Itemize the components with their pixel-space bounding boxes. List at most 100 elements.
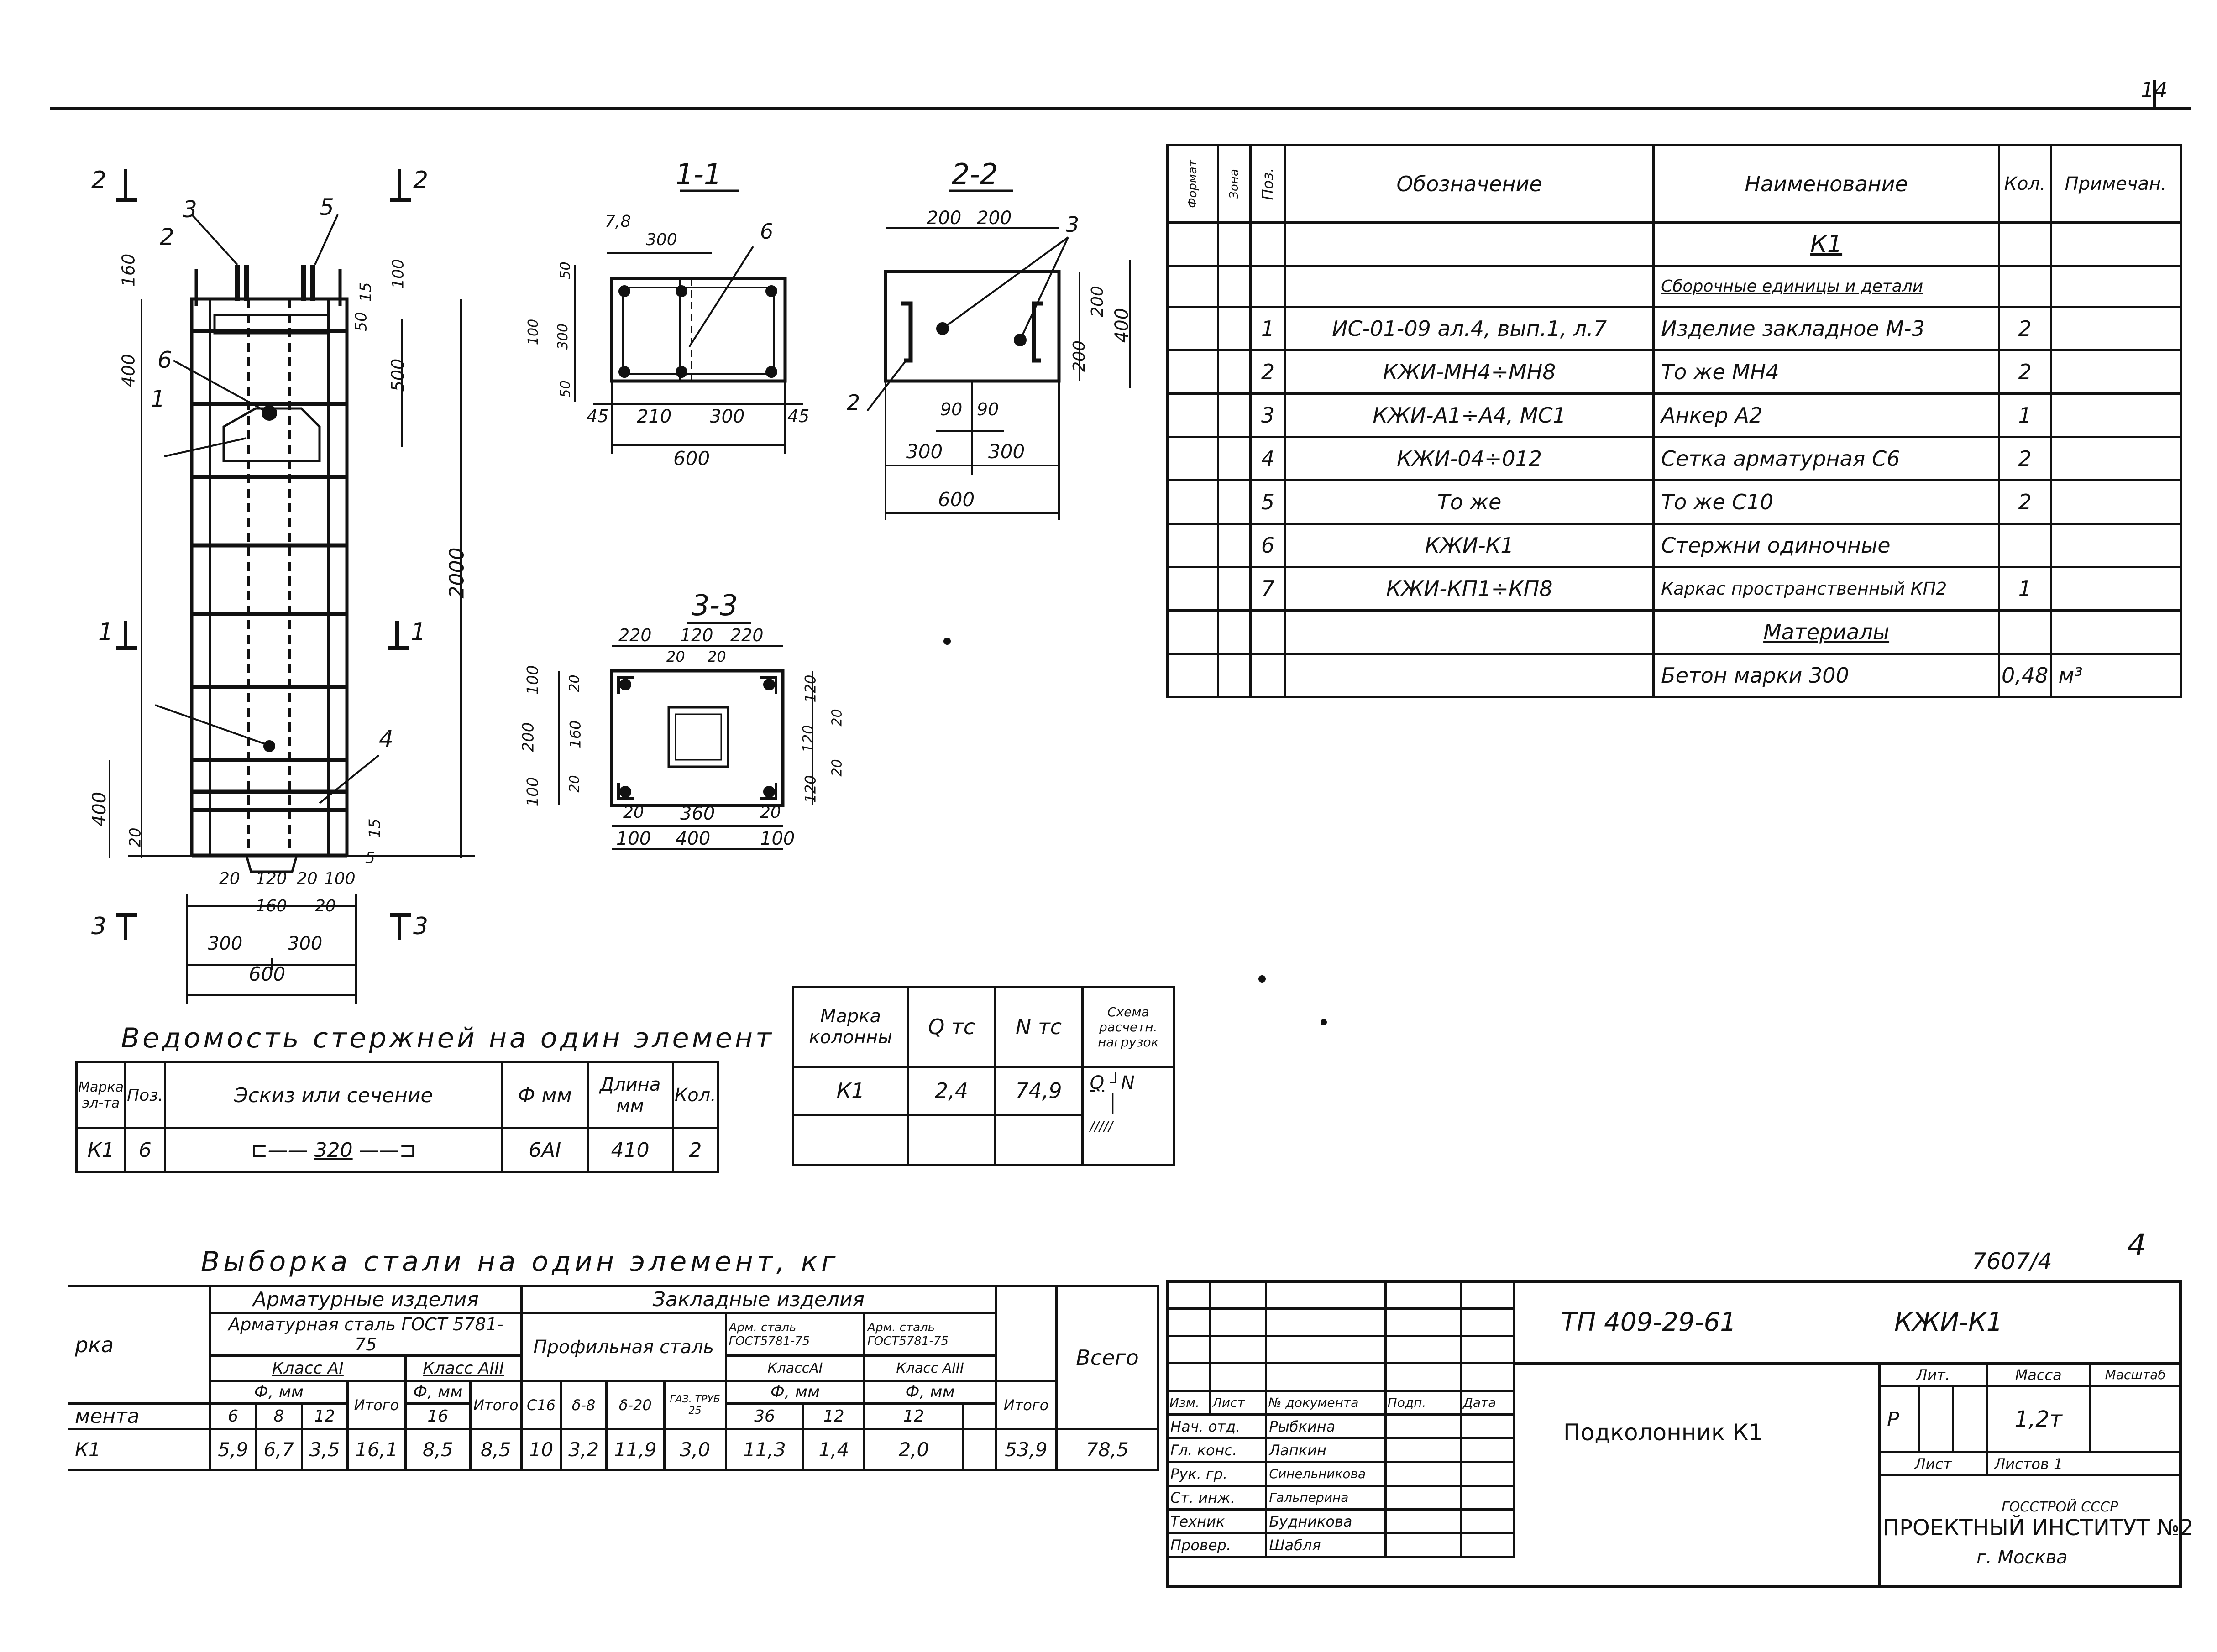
load-scheme-sketch: Q ┘N │///// [1081, 1066, 1176, 1166]
spec-table: Формат Зона Поз. Обозначение Наименовани… [1166, 144, 2182, 698]
dim-100: 100 [389, 259, 408, 289]
load-table: Марка колонны Q тс N тс Схема расчетн. н… [792, 986, 1176, 1166]
bars-table-title: Ведомость стержней на один элемент [121, 1022, 774, 1054]
sec11-dim-300v: 300 [555, 323, 571, 350]
bars-header-length: Длина мм [586, 1061, 674, 1129]
tb-mass-value: 1,2т [1986, 1385, 2091, 1453]
steel-table-title: Выборка стали на один элемент, кг [201, 1246, 839, 1278]
load-header-q: Q тс [907, 986, 996, 1068]
tb-lit-mass-scale: Лит. Масса Масштаб Р 1,2т Лист Листов 1 [1878, 1362, 2182, 1476]
tb-divider-h [1515, 1362, 2182, 1365]
sec33-dim-20f: 20 [829, 759, 845, 777]
sec11-callout-6: 6 [760, 219, 774, 244]
dim-5: 5 [365, 849, 375, 867]
sheet-number: 14 [2141, 78, 2168, 102]
tb-person-row: Гл. конс.Лапкин [1166, 1437, 1515, 1463]
callout-2: 2 [160, 224, 174, 250]
section-label-1-1: 1-1 [676, 157, 722, 191]
dim-b300a: 300 [208, 933, 243, 954]
steel-dia-a1: Ф, мм [209, 1380, 349, 1405]
bars-header-qty: Кол. [671, 1061, 719, 1129]
sec33-dim-220a: 220 [618, 625, 652, 645]
cut-mark-bot-right: 3 [413, 913, 429, 940]
dim-15-top: 15 [356, 282, 375, 302]
steel-header-element: мента [68, 1402, 211, 1430]
steel-dia-emb-a1: Ф, мм [724, 1380, 866, 1405]
tb-mark: КЖИ-К1 [1894, 1307, 2003, 1337]
spec-header-zone: Зона [1227, 168, 1241, 199]
tb-person-row: Ст. инж.Гальперина [1166, 1485, 1515, 1511]
steel-header-total: Всего [1055, 1285, 1159, 1430]
sec11-dim-50a: 50 [557, 261, 574, 279]
cut-mark-top-left: 2 [91, 167, 107, 194]
sec22-dim-90b: 90 [977, 399, 999, 419]
sec33-dim-120c: 120 [802, 775, 819, 803]
spec-row: Сборочные единицы и детали [1166, 265, 2182, 308]
spec-header-note: Примечан. [2049, 144, 2182, 224]
sec22-dim-300b: 300 [988, 440, 1025, 463]
bar-sketch: ⊏—— 320 ——⊐ [163, 1127, 503, 1173]
dim-400-bottom: 400 [89, 791, 110, 827]
tb-person-row: Нач. отд.Рыбкина [1166, 1413, 1515, 1439]
spec-header-name: Наименование [1652, 144, 2000, 224]
sec22-dim-600: 600 [938, 488, 975, 511]
sec22-dim-90a: 90 [940, 399, 963, 419]
sec11-dim-78: 7,8 [605, 212, 631, 231]
sec22-dim-200-up: 200 [1088, 286, 1107, 317]
dim-500: 500 [388, 358, 408, 392]
sec11-dim-300h: 300 [710, 406, 745, 427]
sec33-dim-120a: 120 [802, 674, 819, 703]
tb-doc-code: ТП 409-29-61 [1561, 1307, 1736, 1337]
sec33-dim-20g: 20 [623, 803, 644, 822]
steel-row: К1 5,9 6,7 3,5 16,1 8,5 8,5 10 3,2 11,9 … [68, 1428, 1159, 1471]
tb-scale-label: Масштаб [2089, 1362, 2182, 1387]
sec33-dim-120: 120 [680, 625, 713, 645]
callout-1-top: 1 [151, 386, 165, 412]
steel-itogo-a3: Итого [469, 1380, 523, 1430]
spec-group-assemblies: Сборочные единицы и детали [1652, 265, 2000, 308]
tb-org-2: ПРОЕКТНЫЙ ИНСТИТУТ №2 [1883, 1515, 2194, 1541]
sec22-callout-2: 2 [847, 390, 860, 415]
spec-header-pos: Поз. [1259, 167, 1277, 200]
callout-5: 5 [320, 194, 334, 220]
steel-sub-emb-a1: Арм. сталь ГОСТ5781-75 [724, 1312, 866, 1357]
callout-3: 3 [183, 196, 197, 223]
tb-sheets-label: Листов 1 [1986, 1451, 2182, 1476]
callout-4: 4 [379, 726, 393, 752]
sec33-dim-100c: 100 [616, 828, 651, 849]
bars-header-mark: Марка эл-та [75, 1061, 127, 1129]
steel-emb-class-a3: Класс АIII [863, 1354, 997, 1382]
bars-header-sketch: Эскиз или сечение [163, 1061, 503, 1129]
dim-b20b: 20 [297, 869, 318, 888]
tb-lit-label: Лит. [1878, 1362, 1988, 1387]
tb-org-1: ГОССТРОЙ СССР [2002, 1499, 2118, 1515]
tb-org-3: г. Москва [1976, 1547, 2068, 1568]
tb-header-date: Дата [1460, 1390, 1515, 1416]
spec-header-designation: Обозначение [1284, 144, 1655, 224]
sec11-dim-600: 600 [673, 447, 710, 470]
sec33-dim-20d: 20 [566, 775, 583, 793]
tb-mass-label: Масса [1986, 1362, 2091, 1387]
sec33-dim-20h: 20 [760, 803, 781, 822]
sec22-dim-200a: 200 [927, 208, 962, 229]
steel-header-mark: рка [68, 1285, 211, 1405]
sec33-dim-100b: 100 [524, 777, 542, 807]
dim-15-bottom: 15 [366, 818, 384, 838]
bars-header-dia: Ф мм [501, 1061, 589, 1129]
sec22-callout-3: 3 [1066, 212, 1080, 237]
tb-description: Подколонник К1 [1563, 1419, 1763, 1446]
sec33-dim-200: 200 [519, 722, 538, 752]
bars-row: К1 6 ⊏—— 320 ——⊐ 6АI 410 2 [75, 1127, 719, 1173]
sec33-dim-100d: 100 [760, 828, 795, 849]
corner-number: 4 [2127, 1228, 2146, 1263]
tb-header-sign: Подп. [1384, 1390, 1462, 1416]
spec-group-materials: Материалы [1652, 609, 2000, 655]
